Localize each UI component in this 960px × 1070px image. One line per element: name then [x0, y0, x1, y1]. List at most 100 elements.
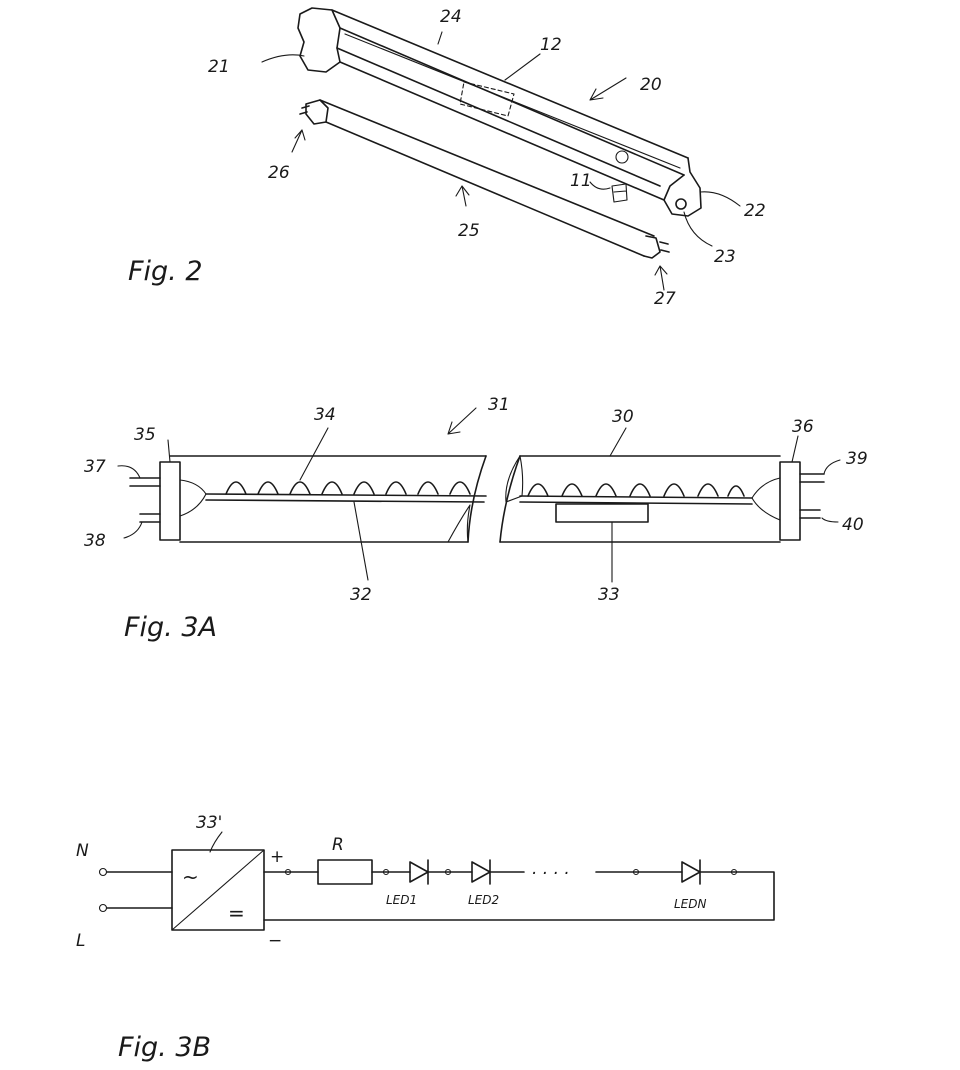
leader-22 [699, 191, 741, 207]
leader-37 [117, 465, 141, 479]
caption-fig3b: Fig. 3B [118, 1032, 211, 1063]
label-20: 20 [640, 75, 662, 95]
caption-fig3a: Fig. 3A [124, 612, 217, 643]
dashed-component-12 [459, 81, 515, 117]
leader-36 [791, 435, 799, 463]
converter-diagonal [171, 849, 265, 931]
housing-body-24 [331, 9, 689, 201]
label-35: 35 [134, 425, 156, 445]
housing-end-cap-22 [663, 157, 702, 217]
led2-diode [471, 859, 491, 885]
lead-wires-left [179, 479, 207, 517]
node-1 [284, 868, 292, 876]
label-32: 32 [350, 585, 372, 605]
leader-23 [683, 211, 713, 247]
label-25: 25 [458, 221, 480, 241]
leader-21 [261, 54, 305, 63]
label-40: 40 [842, 515, 864, 535]
label-34: 34 [314, 405, 336, 425]
label-26: 26 [268, 163, 290, 183]
tube-break-left [467, 455, 487, 543]
clip-ring [615, 150, 629, 164]
label-series-dots: . . . . [532, 859, 570, 879]
label-33-prime: 33' [196, 813, 222, 833]
label-ledn: LEDN [674, 897, 707, 911]
label-11: 11 [570, 171, 592, 191]
label-12: 12 [540, 35, 562, 55]
leader-12 [504, 53, 541, 81]
terminal-l [98, 903, 108, 913]
leader-32 [353, 501, 369, 581]
tube-end-27 [643, 235, 670, 259]
pin-38 [139, 513, 161, 523]
label-23: 23 [714, 247, 736, 267]
converter-33-prime [171, 849, 265, 931]
label-38: 38 [84, 531, 106, 551]
label-31: 31 [488, 395, 510, 415]
leader-40 [821, 517, 839, 523]
arrow-26 [291, 129, 306, 153]
led-row-34-left [225, 481, 471, 495]
label-ac-symbol: ~ [182, 865, 199, 889]
led-row-34-right [527, 483, 745, 497]
tube-end-26 [299, 99, 329, 125]
terminal-n [98, 867, 108, 877]
label-33: 33 [598, 585, 620, 605]
fig3a-labels: 35 34 31 30 36 37 39 38 40 32 33 Fig. 3A [84, 395, 868, 643]
end-cap-35 [159, 461, 181, 541]
label-dc-symbol: = [228, 901, 245, 925]
leader-38 [123, 521, 143, 539]
pin-40 [799, 509, 821, 519]
label-minus: − [268, 931, 282, 951]
label-36: 36 [792, 417, 814, 437]
fig3a-drawing [117, 407, 841, 583]
label-21: 21 [208, 57, 230, 77]
fig3b-labels: 33' N L + − R ~ = LED1 LED2 LEDN . . . .… [76, 813, 707, 1063]
tube-30-left-half [169, 455, 487, 543]
lead-wires-right [751, 477, 781, 521]
clip-11 [611, 183, 628, 203]
node-2 [382, 868, 390, 876]
fig2-drawing [261, 7, 741, 291]
circuit-board-32-right [519, 495, 753, 505]
leader-34 [299, 427, 329, 481]
leader-33-prime [209, 831, 223, 853]
label-37: 37 [84, 457, 106, 477]
end-cap-36 [779, 461, 801, 541]
label-l: L [76, 931, 85, 951]
arrow-25 [455, 185, 470, 207]
tube-break-right [499, 455, 521, 543]
leader-11 [589, 181, 611, 190]
pin-37 [129, 477, 161, 487]
label-24: 24 [440, 7, 462, 27]
arrow-27 [654, 265, 668, 291]
fig3b-drawing [98, 831, 775, 931]
node-3 [444, 868, 452, 876]
pin-39 [799, 473, 825, 483]
leader-39 [823, 459, 841, 475]
led1-diode [409, 859, 429, 885]
arrow-20 [589, 77, 627, 101]
caption-fig2: Fig. 2 [128, 256, 203, 287]
break-hatch-right [505, 455, 524, 503]
node-5 [730, 868, 738, 876]
break-hatch-left [447, 504, 471, 543]
circuit-board-32 [205, 493, 487, 503]
housing-end-cap-21 [297, 7, 341, 73]
wire-ledn-return [263, 871, 775, 921]
label-30: 30 [612, 407, 634, 427]
leader-35 [167, 439, 171, 463]
label-27: 27 [654, 289, 676, 309]
label-39: 39 [846, 449, 868, 469]
mounting-hole-23 [675, 198, 687, 210]
node-4 [632, 868, 640, 876]
label-n: N [76, 841, 89, 861]
tube-body-25 [319, 99, 655, 257]
input-wires [106, 871, 173, 909]
label-led1: LED1 [386, 893, 417, 907]
ledn-diode [681, 859, 701, 885]
fig2-labels: 21 24 12 20 26 11 22 25 23 27 Fig. 2 [128, 7, 766, 309]
label-led2: LED2 [468, 893, 499, 907]
